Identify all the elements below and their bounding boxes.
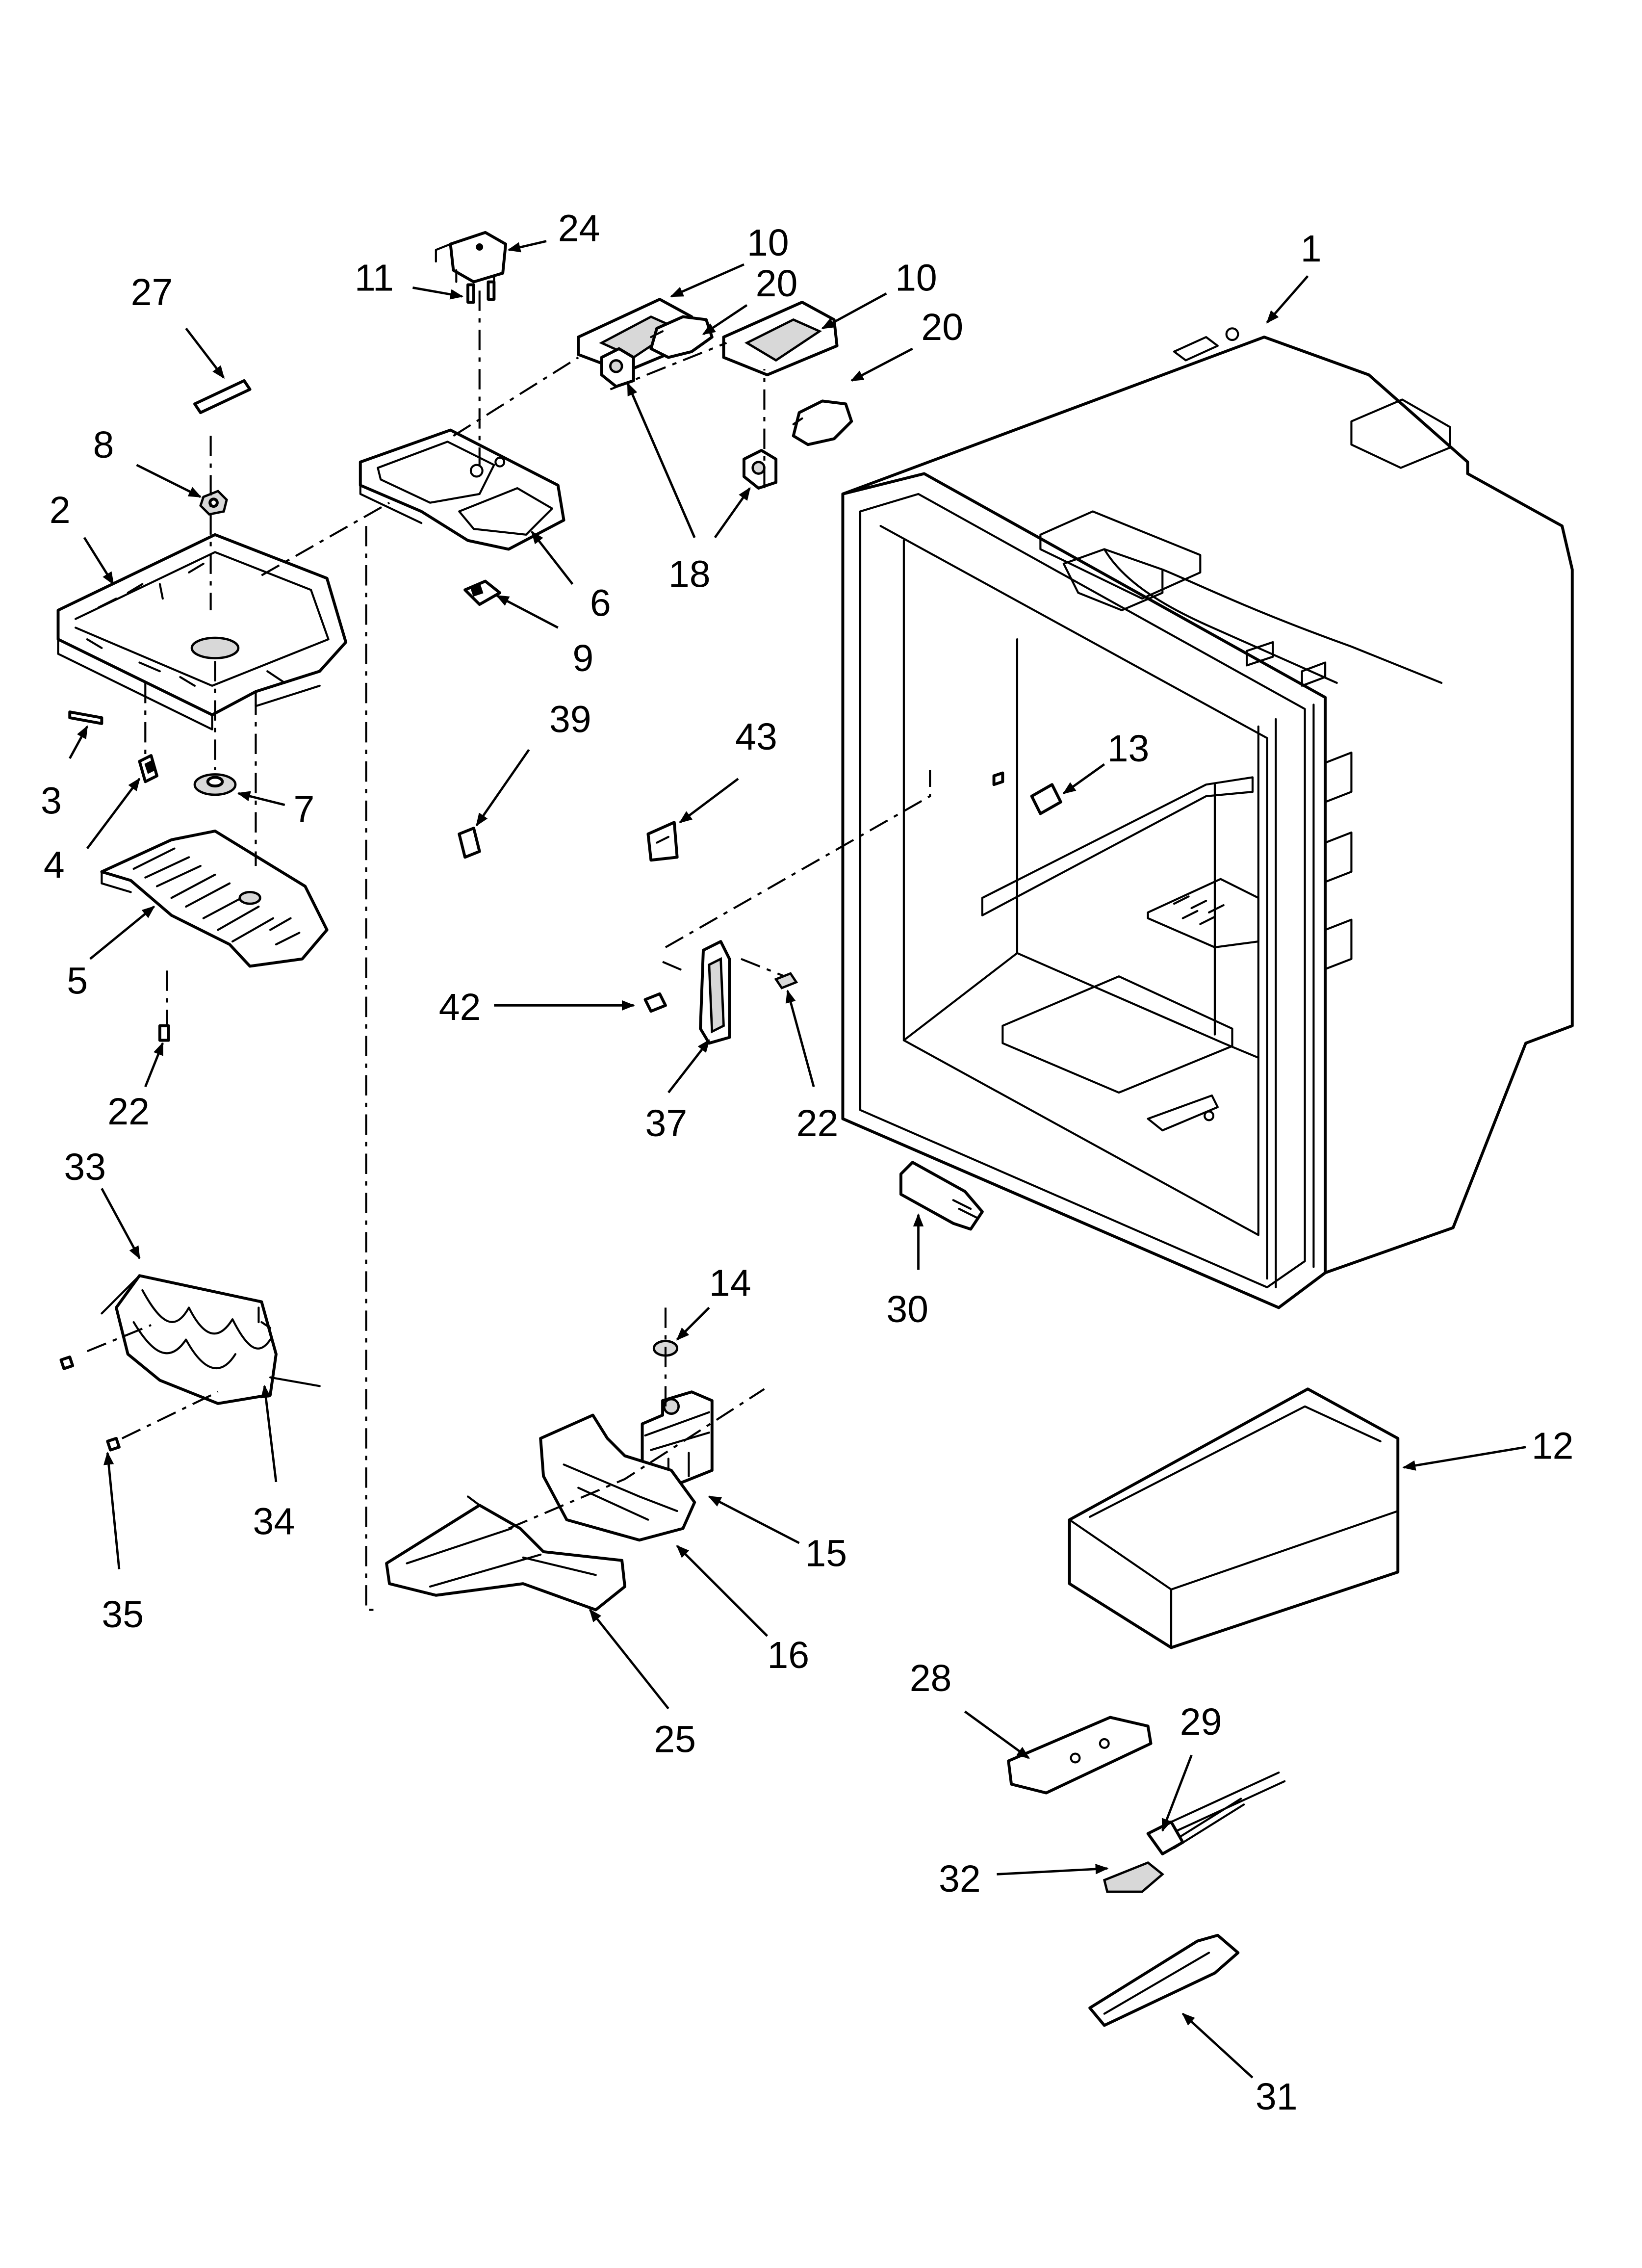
part-4-switch [138,754,158,783]
callout-8: 8 [93,424,114,466]
part-6-bracket [359,428,565,551]
callout-20a: 20 [756,262,798,305]
part-24-thermostat [435,231,508,289]
part-25-duct [385,1495,626,1612]
callout-22a: 22 [107,1091,150,1133]
callout-15: 15 [805,1533,847,1575]
part-18-lamp-socket-b [743,449,778,490]
part-13-block [992,771,1062,815]
callout-4: 4 [44,844,65,886]
part-28-bracket [1007,1716,1153,1795]
callout-43: 43 [735,716,777,758]
part-31-tray [1088,1933,1240,2027]
callout-25: 25 [654,1719,696,1761]
part-27-tape [193,379,252,415]
part-37-duct-cover [699,940,731,1045]
callout-11: 11 [355,257,394,299]
callout-1: 1 [1301,228,1322,270]
part-11-screws [466,280,496,304]
assembly-lines [86,290,931,1611]
part-18-lamp-socket-a [600,347,635,388]
callout-12: 12 [1532,1425,1574,1467]
callout-22b: 22 [796,1102,839,1145]
part-12-door-bin [1068,1387,1400,1649]
callout-32: 32 [939,1858,981,1900]
callout-14: 14 [709,1262,751,1304]
callout-30: 30 [886,1288,928,1330]
callout-31: 31 [1256,2076,1298,2118]
part-8-nut [199,490,228,516]
part-9-clip [463,579,502,606]
callout-42: 42 [439,986,481,1028]
part-30-filter [899,1161,984,1231]
callout-2: 2 [50,489,71,531]
callout-labels: 1 2 3 4 5 6 7 8 9 10 10 11 12 13 14 15 1… [41,208,1574,2118]
part-22-screw-a [158,1024,170,1042]
part-5-control-panel [100,830,329,968]
part-42-clip [643,992,667,1013]
part-16-housing [539,1413,696,1542]
part-39-cap [458,827,481,859]
part-3-clip [68,710,103,725]
callout-18: 18 [668,553,711,595]
callout-35: 35 [102,1593,144,1636]
part-43-bracket [646,821,679,862]
callout-29: 29 [1180,1701,1222,1743]
part-15-water-valve [641,1390,714,1489]
part-1-cabinet-liner [841,327,1574,1309]
part-10-lamp-shield-b [722,301,839,377]
part-2-control-housing [56,533,348,730]
callout-7: 7 [293,788,314,831]
part-7-grommet [193,773,237,796]
callout-33: 33 [64,1146,106,1188]
callout-10a: 10 [747,222,789,264]
callout-13: 13 [1107,728,1150,770]
callout-16: 16 [767,1634,809,1676]
callout-20b: 20 [921,306,963,348]
part-33-heater [101,1274,321,1405]
callout-6: 6 [590,582,611,625]
callout-24: 24 [558,208,600,250]
part-20-bulb-b [792,399,853,446]
callout-37: 37 [645,1102,687,1145]
callout-10b: 10 [895,257,937,299]
callout-9: 9 [572,637,593,679]
callout-39: 39 [549,699,591,741]
part-22-screw-b [774,972,798,990]
callout-3: 3 [41,780,62,822]
part-35-screws [59,1356,121,1452]
part-29-thermistor [1146,1772,1286,1855]
callout-27: 27 [131,271,173,313]
callout-34: 34 [253,1500,295,1542]
callout-5: 5 [67,960,88,1002]
leader-lines [69,240,1526,2079]
part-32-connector [1103,1861,1164,1893]
callout-28: 28 [910,1657,952,1699]
